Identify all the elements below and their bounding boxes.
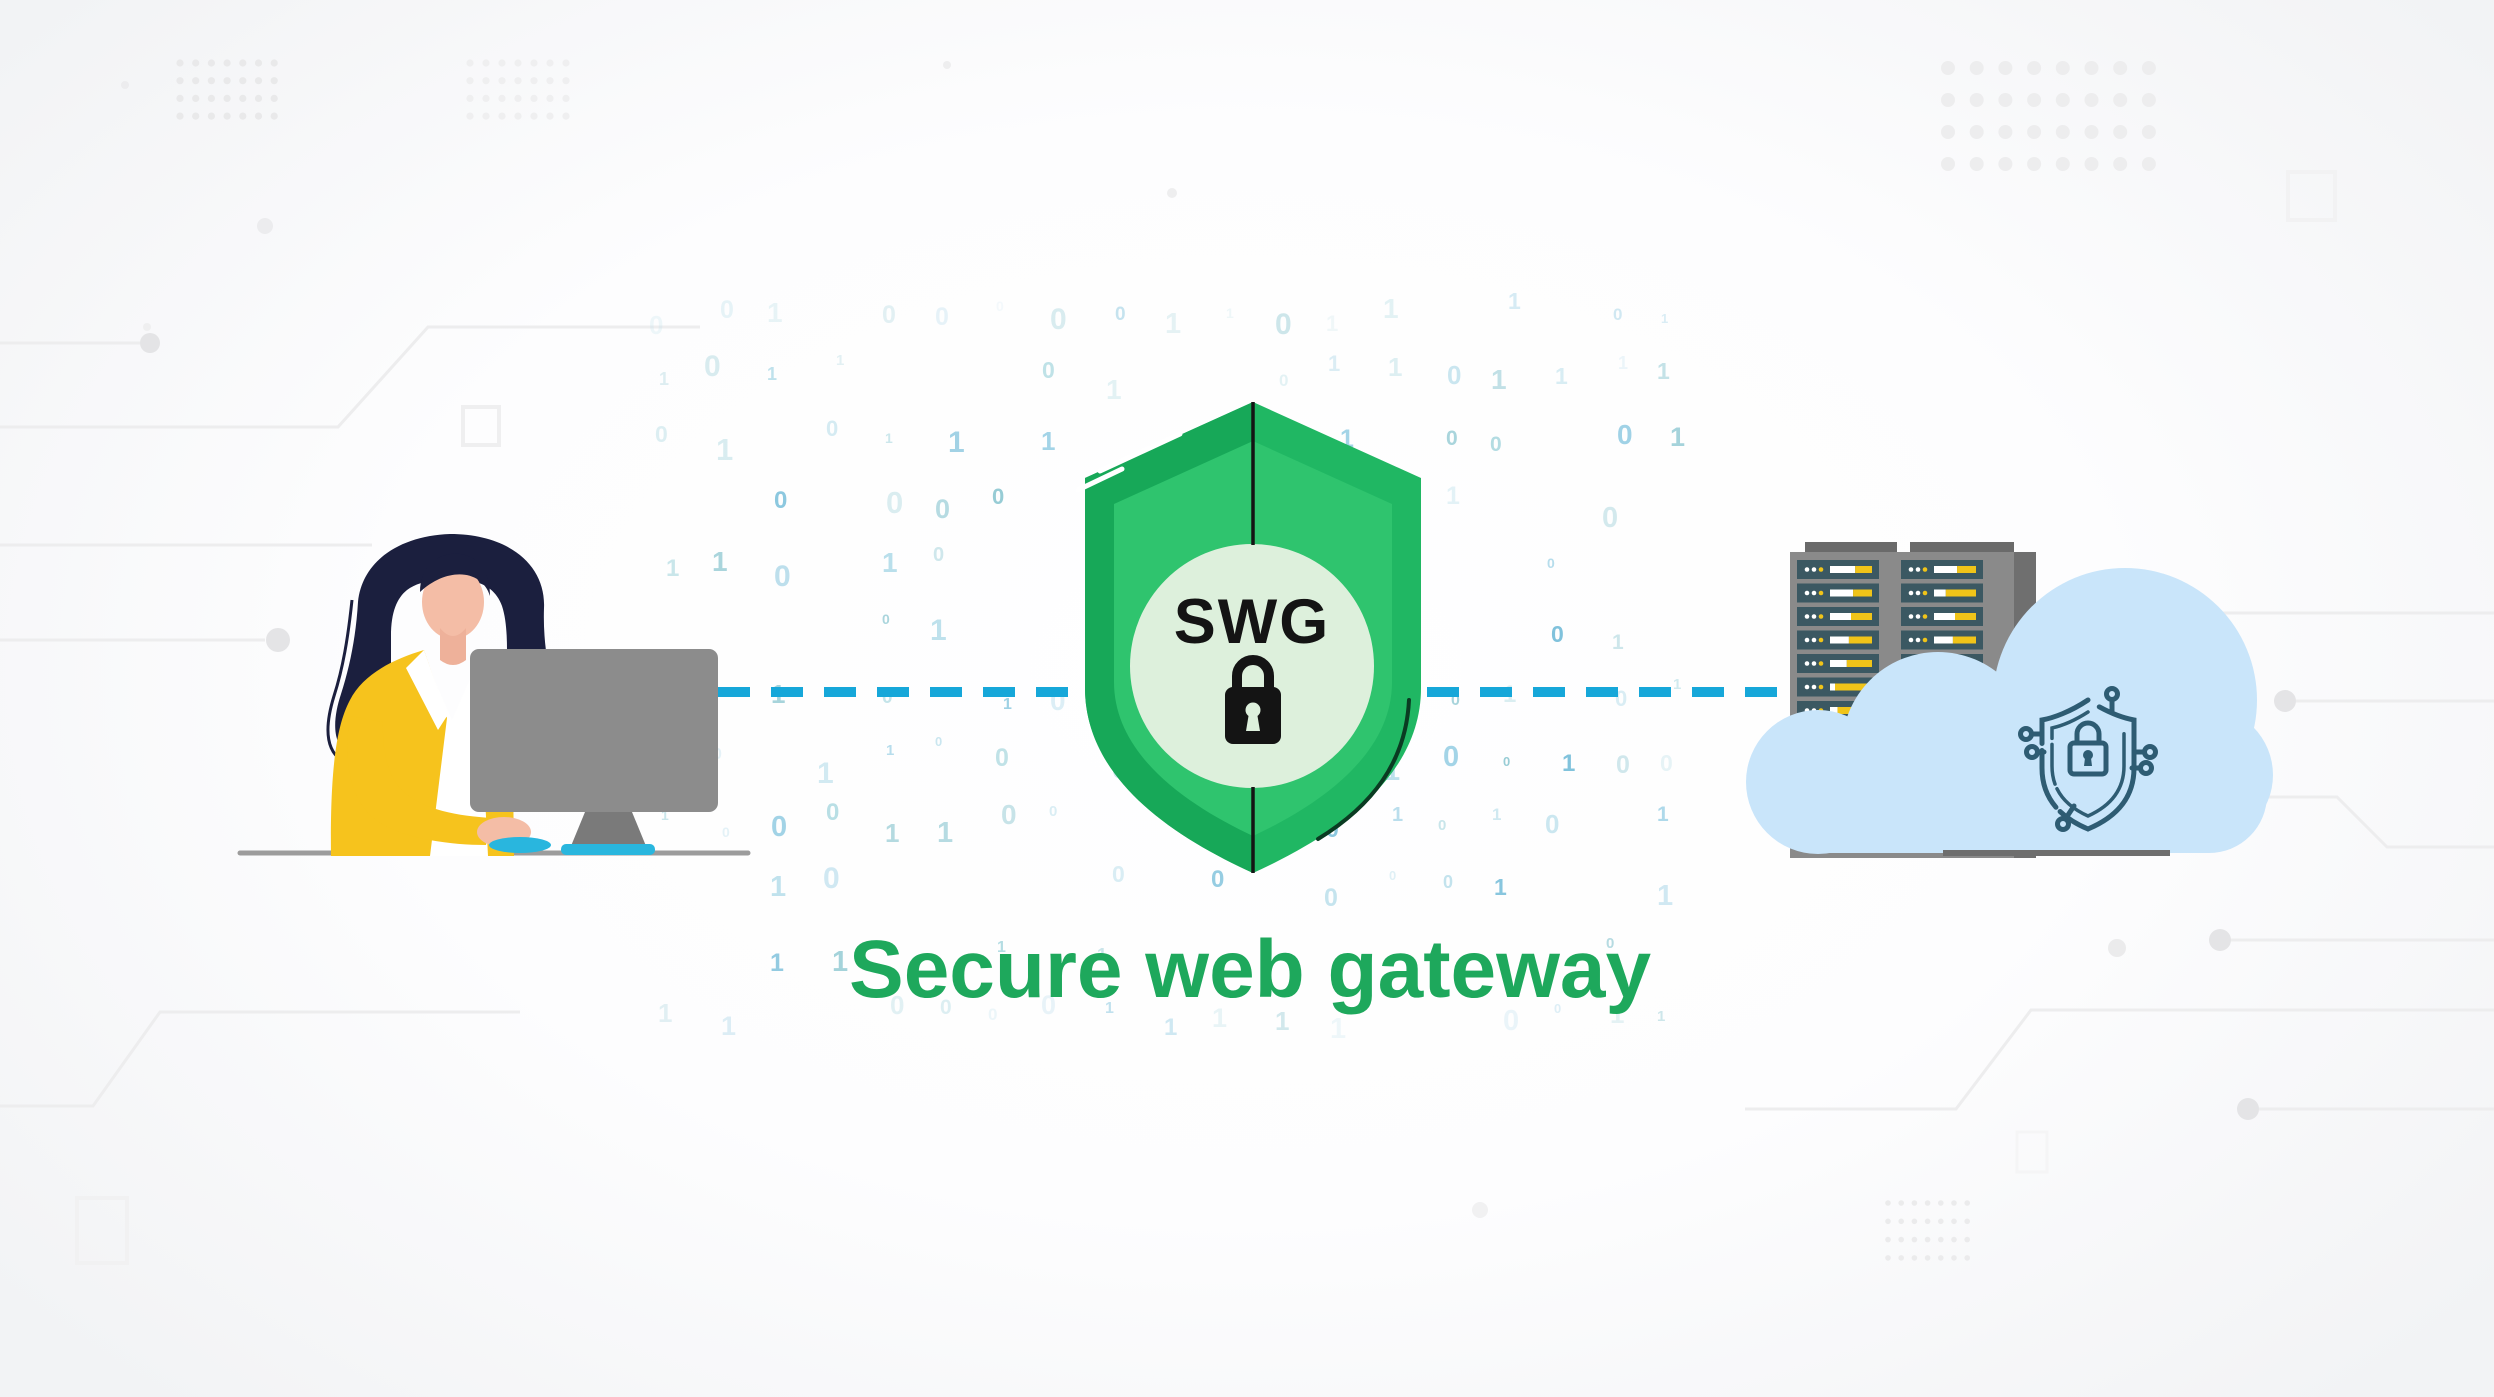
mouse [489,837,551,853]
jacket-lapel [406,650,447,730]
shield-shade-arc [1316,698,1411,841]
monitor-stand [571,812,646,846]
caption-secure-web-gateway: Secure web gateway [849,924,1652,1015]
hair-outline [326,599,354,762]
server-cloud-scene [1746,542,2273,858]
monitor-base [561,844,655,855]
dot-grid-decoration [176,59,2156,1261]
circuit-node-dots [121,61,2296,1218]
monitor [470,649,718,812]
face [422,565,484,639]
cloud-security-shield-icon [2018,686,2158,832]
jacket-arm [347,716,492,845]
padlock-icon [1225,655,1281,744]
swg-shield-icon: SWG [1075,402,1421,873]
shield-circle [1130,544,1374,788]
swg-label: SWG [1174,587,1331,657]
user-at-computer-illustration [237,534,751,856]
shield-highlight-long [1097,431,1183,474]
hair [335,534,561,756]
decor-squares [75,170,2337,1265]
neck [440,628,466,665]
hair-fringe [420,553,490,596]
shield-highlight-short [1075,466,1125,493]
circuit-lines [0,325,2494,1111]
